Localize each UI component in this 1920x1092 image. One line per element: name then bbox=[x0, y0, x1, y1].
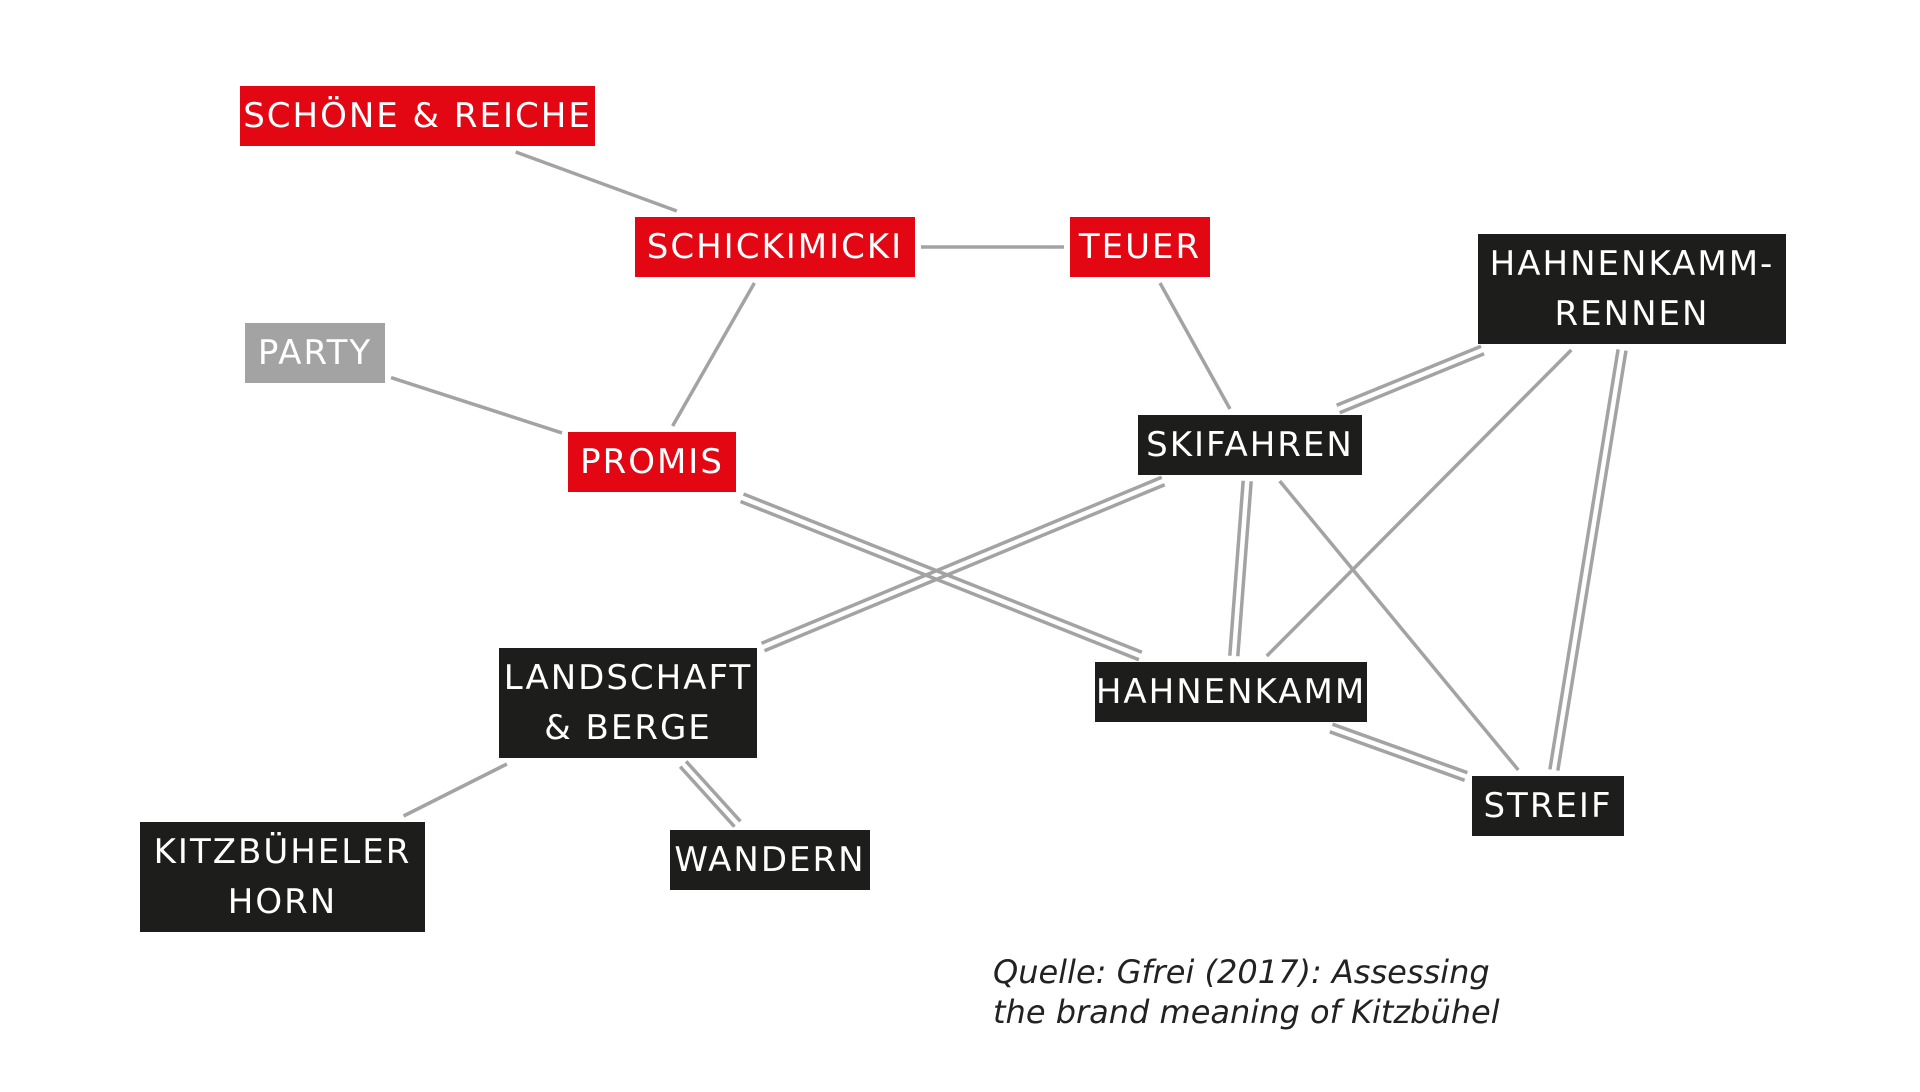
node-schoene-reiche: SCHÖNE & REICHE bbox=[240, 86, 595, 146]
link-skifahren-streif bbox=[1278, 479, 1520, 772]
node-schickimicki: SCHICKIMICKI bbox=[635, 217, 915, 277]
caption-line-1: Quelle: Gfrei (2017): Assessing bbox=[993, 953, 1490, 991]
link-promis-hahnenkamm bbox=[739, 499, 1140, 662]
node-streif: STREIF bbox=[1472, 776, 1624, 836]
link-skifahren-landschaft-berge bbox=[760, 475, 1163, 645]
node-hahnenkamm-rennen: HAHNENKAMM- RENNEN bbox=[1478, 234, 1786, 344]
link-schickimicki-promis bbox=[671, 282, 756, 427]
node-kitzbueheler-horn: KITZBÜHELER HORN bbox=[140, 822, 425, 932]
link-skifahren-hahnenkamm bbox=[1236, 481, 1253, 657]
node-label: PARTY bbox=[257, 333, 373, 373]
link-landschaft-berge-kitzbueheler-horn bbox=[402, 762, 508, 818]
link-landschaft-berge-wandern bbox=[684, 760, 742, 823]
link-hahnenkamm-rennen-hahnenkamm bbox=[1265, 348, 1573, 658]
link-schoene-reiche-schickimicki bbox=[515, 150, 678, 213]
node-label: SCHICKIMICKI bbox=[646, 227, 904, 267]
node-hahnenkamm: HAHNENKAMM bbox=[1095, 662, 1367, 722]
link-party-promis bbox=[390, 375, 563, 435]
source-caption: Quelle: Gfrei (2017): Assessing the bran… bbox=[993, 952, 1593, 1032]
link-skifahren-hahnenkamm-rennen bbox=[1339, 352, 1485, 415]
link-hahnenkamm-rennen-streif bbox=[1556, 350, 1628, 771]
node-label: HAHNENKAMM bbox=[1095, 672, 1367, 712]
node-wandern: WANDERN bbox=[670, 830, 870, 890]
node-party: PARTY bbox=[245, 323, 385, 383]
node-label: HAHNENKAMM- RENNEN bbox=[1489, 244, 1775, 334]
node-promis: PROMIS bbox=[568, 432, 736, 492]
node-landschaft-berge: LANDSCHAFT & BERGE bbox=[499, 648, 757, 758]
caption-line-2: the brand meaning of Kitzbühel bbox=[993, 993, 1500, 1031]
node-teuer: TEUER bbox=[1070, 217, 1210, 277]
link-skifahren-hahnenkamm-rennen bbox=[1335, 344, 1482, 407]
node-label: LANDSCHAFT & BERGE bbox=[503, 658, 753, 748]
link-skifahren-hahnenkamm bbox=[1228, 480, 1245, 656]
node-label: WANDERN bbox=[674, 840, 866, 880]
link-hahnenkamm-streif bbox=[1331, 722, 1468, 775]
link-skifahren-landschaft-berge bbox=[763, 483, 1166, 653]
node-label: KITZBÜHELER HORN bbox=[153, 832, 412, 922]
link-teuer-skifahren bbox=[1158, 282, 1232, 410]
node-label: SCHÖNE & REICHE bbox=[243, 96, 592, 136]
node-label: SKIFAHREN bbox=[1146, 425, 1354, 465]
link-hahnenkamm-rennen-streif bbox=[1548, 349, 1620, 770]
link-hahnenkamm-streif bbox=[1329, 730, 1466, 782]
node-label: TEUER bbox=[1078, 227, 1202, 267]
link-landschaft-berge-wandern bbox=[678, 765, 736, 828]
link-promis-hahnenkamm bbox=[742, 492, 1143, 654]
node-label: STREIF bbox=[1483, 786, 1613, 826]
node-label: PROMIS bbox=[580, 442, 724, 482]
node-skifahren: SKIFAHREN bbox=[1138, 415, 1362, 475]
